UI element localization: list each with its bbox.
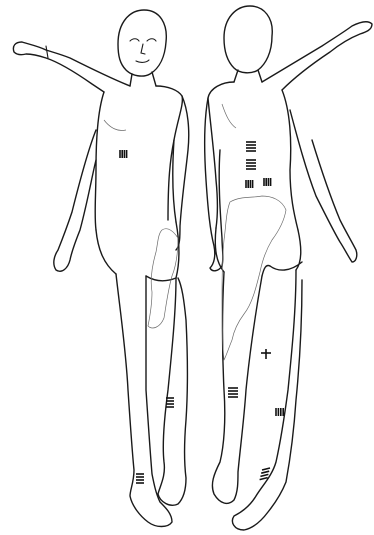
- front-left-eye: [130, 39, 139, 41]
- tattoo-back-right-knee-cross: [261, 349, 271, 359]
- tattoo-back-right-ankle-stroke-1: [262, 468, 270, 470]
- back-torso: [208, 82, 298, 230]
- front-wrist-band: [46, 46, 48, 58]
- tattoo-back-spine-upper: [246, 142, 256, 151]
- back-hips: [215, 228, 302, 272]
- front-nose: [141, 44, 145, 54]
- front-right-eye: [147, 39, 156, 41]
- back-crotch: [262, 265, 270, 276]
- front-torso: [95, 86, 182, 230]
- front-view-figure: [13, 10, 188, 527]
- tattoo-back-right-calf: [276, 408, 283, 416]
- front-head: [118, 10, 166, 76]
- front-raised-arm: [13, 42, 130, 92]
- back-view-figure: [205, 6, 372, 530]
- tattoo-back-right-ankle-stroke-3: [260, 474, 268, 476]
- back-shoulder-contour: [222, 104, 236, 128]
- front-left-arm: [54, 130, 96, 271]
- tattoo-back-lumbar-right: [264, 178, 271, 186]
- front-left-leg: [158, 278, 188, 505]
- front-chest-contour: [104, 120, 126, 131]
- tattoo-back-right-ankle-stroke-4: [260, 478, 268, 480]
- tattoo-back-lumbar-left: [246, 180, 253, 188]
- tattoo-front-chest: [120, 150, 127, 158]
- tattoo-back-spine-mid: [246, 160, 256, 169]
- back-neck: [234, 70, 262, 82]
- back-left-arm: [205, 98, 223, 271]
- tattoo-back-right-ankle-stroke-2: [261, 471, 269, 473]
- tattoo-back-left-calf: [228, 388, 238, 397]
- front-hips: [96, 222, 179, 278]
- back-skin-boundary: [222, 196, 286, 360]
- tattoo-front-left-ankle: [136, 474, 144, 483]
- back-right-leg: [232, 270, 302, 530]
- front-right-leg: [116, 274, 172, 527]
- back-raised-arm: [262, 22, 372, 90]
- back-head: [224, 6, 272, 73]
- front-mouth: [136, 60, 149, 62]
- tattoo-layer: [120, 142, 283, 483]
